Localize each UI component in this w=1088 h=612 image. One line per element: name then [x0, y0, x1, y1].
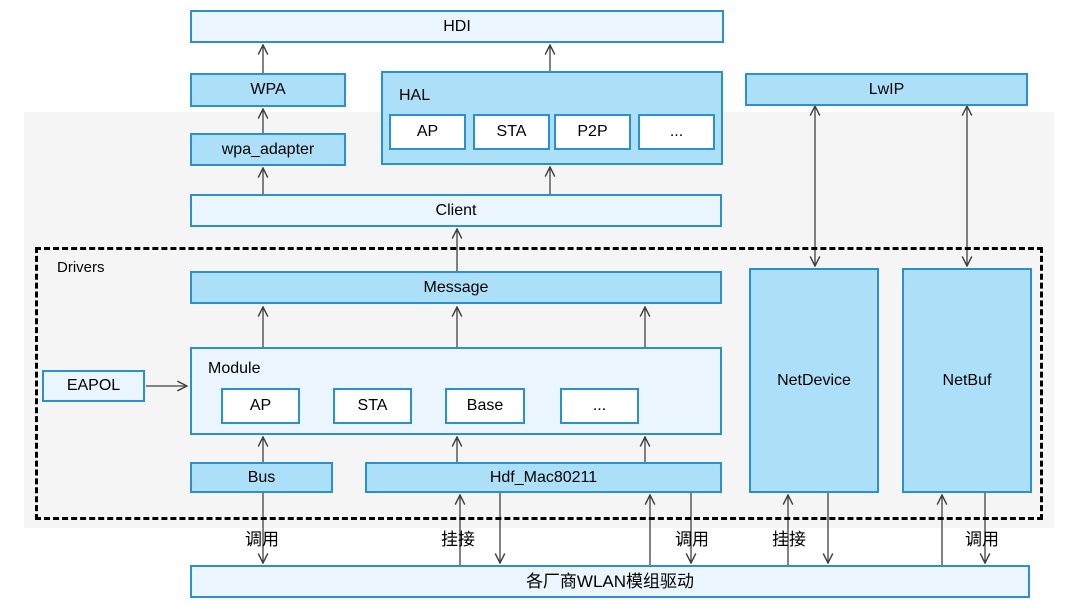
node-netdevice: NetDevice [749, 268, 879, 493]
node-hal-sta-label: STA [496, 123, 527, 140]
node-module-base-label: Base [466, 397, 504, 414]
node-module-more-label: ... [592, 397, 607, 414]
node-module-sta-label: STA [357, 397, 388, 414]
node-bus-label: Bus [247, 468, 276, 486]
drivers-group-box [35, 247, 1043, 520]
edge-label-netdevice-hook: 挂接 [772, 530, 806, 549]
node-hdf-mac80211: Hdf_Mac80211 [365, 462, 722, 493]
node-hal-label: HAL [399, 87, 431, 104]
edge-label-hdf-hook: 挂接 [441, 530, 475, 549]
edge-label-netbuf-call: 调用 [965, 530, 999, 549]
edge-label-hdf-call: 调用 [675, 530, 709, 549]
node-hdi-label: HDI [443, 17, 471, 35]
node-wpa-adapter: wpa_adapter [190, 133, 346, 166]
node-hal-p2p-label: P2P [577, 123, 608, 140]
background-band [24, 112, 1054, 528]
edge-label-bus-call: 调用 [245, 530, 279, 549]
node-netbuf-label: NetBuf [942, 371, 992, 389]
node-hal-more-label: ... [669, 123, 684, 140]
node-hdi: HDI [190, 10, 724, 43]
node-eapol-label: EAPOL [66, 377, 121, 394]
node-module-ap: AP [221, 388, 300, 424]
node-hal-ap-label: AP [416, 123, 439, 140]
node-netdevice-label: NetDevice [777, 371, 851, 389]
node-bus: Bus [190, 462, 333, 493]
node-eapol: EAPOL [42, 370, 145, 402]
node-hal-sta: STA [473, 114, 550, 150]
node-message-label: Message [423, 278, 489, 296]
node-hal-ap: AP [389, 114, 466, 150]
drivers-group-label: Drivers [57, 259, 105, 276]
node-hdf-mac80211-label: Hdf_Mac80211 [489, 468, 598, 486]
node-module-ap-label: AP [249, 397, 272, 414]
node-module-label: Module [208, 360, 261, 377]
node-message: Message [190, 271, 722, 304]
node-hal-more: ... [638, 114, 715, 150]
node-wpa-label: WPA [250, 81, 286, 98]
node-module-base: Base [445, 388, 525, 424]
node-lwip: LwIP [745, 73, 1028, 106]
node-module-sta: STA [333, 388, 412, 424]
node-vendor-driver: 各厂商WLAN模组驱动 [190, 565, 1030, 598]
node-vendor-driver-label: 各厂商WLAN模组驱动 [525, 572, 695, 591]
node-wpa: WPA [190, 73, 346, 107]
node-module-more: ... [560, 388, 639, 424]
node-client-label: Client [435, 201, 477, 219]
node-netbuf: NetBuf [902, 268, 1032, 493]
node-wpa-adapter-label: wpa_adapter [221, 140, 315, 158]
node-lwip-label: LwIP [868, 80, 905, 98]
node-hal-p2p: P2P [554, 114, 631, 150]
node-client: Client [190, 194, 722, 227]
